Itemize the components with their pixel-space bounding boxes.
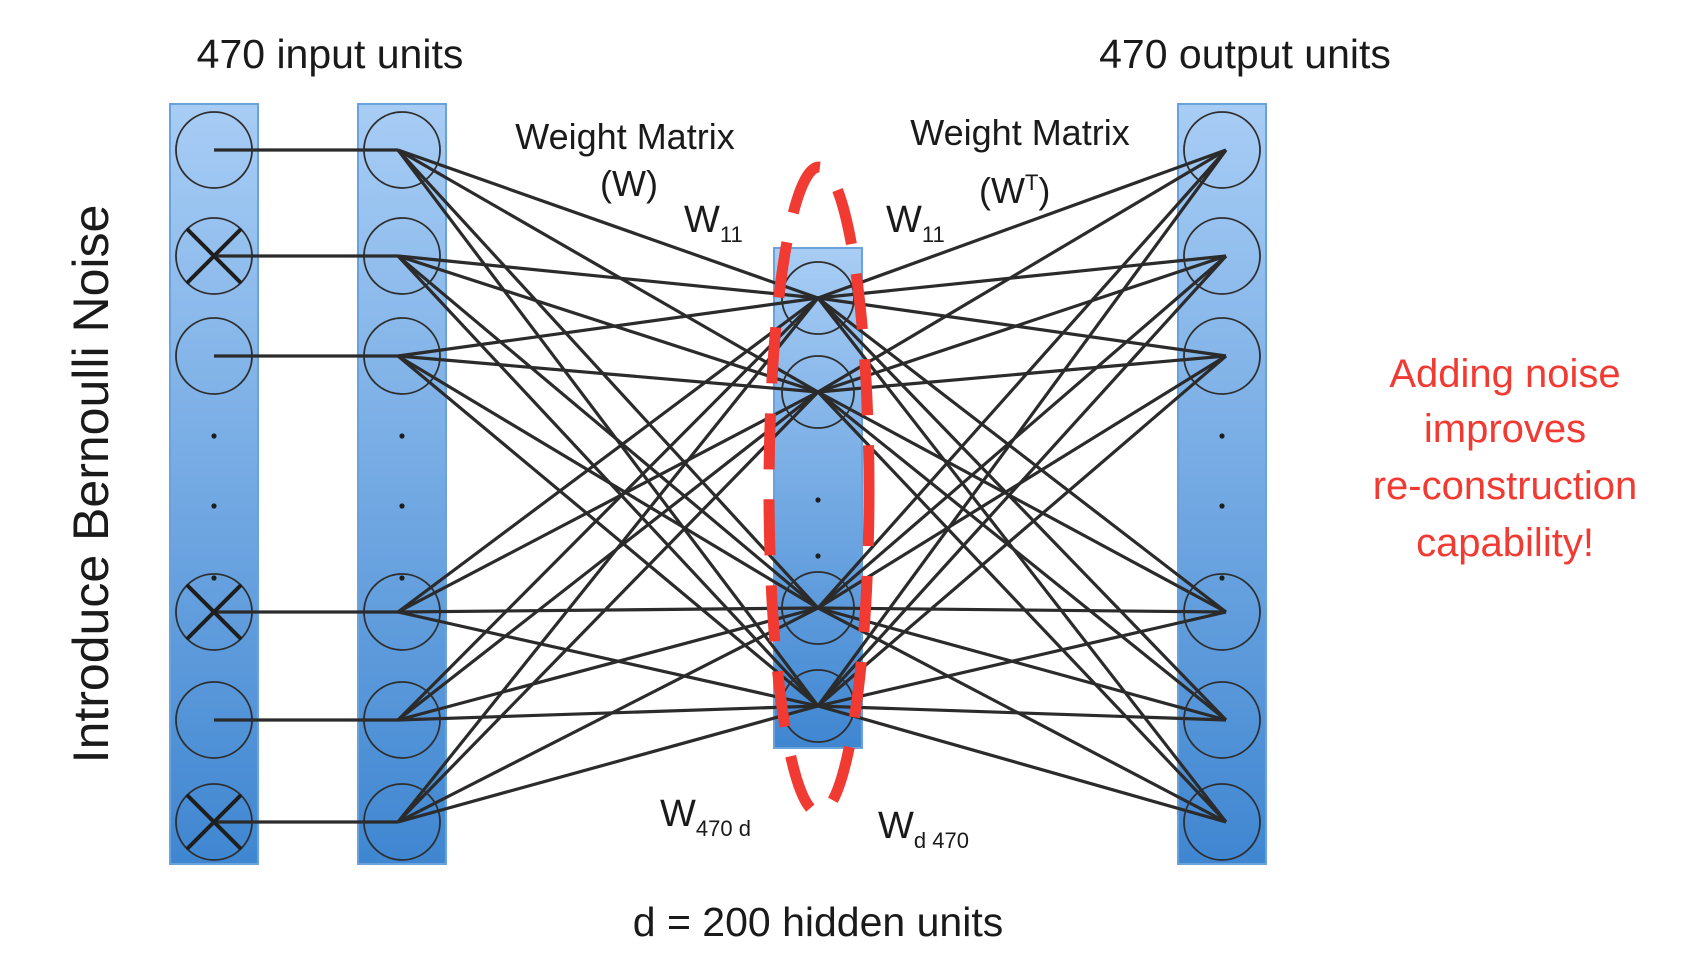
cross-icon <box>186 228 242 284</box>
noise-side-label: Introduce Bernoulli Noise <box>63 205 119 764</box>
decoder-weight-connection <box>817 704 1227 722</box>
annotation-note: Adding noise improves re-construction ca… <box>1373 352 1638 565</box>
encoder-weight-connection <box>396 296 820 824</box>
encoder-weight-connection <box>397 254 819 300</box>
w470d-label: W470 d <box>660 793 751 841</box>
ellipsis-dot <box>211 575 217 581</box>
encoder-weight-connection <box>397 354 819 610</box>
ellipsis-dot <box>1219 503 1225 509</box>
output-unit <box>1183 111 1261 189</box>
weight-matrix-wt-line2: (WT) <box>979 170 1050 211</box>
noise-unit <box>175 317 253 395</box>
output-unit <box>1183 317 1261 395</box>
annotation-line-1: Adding noise <box>1389 352 1620 396</box>
decoder-weight-connection <box>817 148 1227 300</box>
decoder-weight-connection <box>817 704 1227 824</box>
weight-matrix-wt-line1: Weight Matrix <box>910 112 1129 153</box>
decoder-weight-connection <box>816 254 1228 708</box>
annotation-line-2: improves <box>1424 407 1586 451</box>
decoder-weight-connection <box>816 149 1228 707</box>
input-unit <box>363 111 441 189</box>
decoder-weight-connection <box>817 148 1227 394</box>
weight-matrix-w-line1: Weight Matrix <box>515 116 734 157</box>
decoder-weight-connection <box>817 390 1227 614</box>
encoder-weight-connection <box>396 254 820 610</box>
ellipsis-dot <box>1219 433 1225 439</box>
ellipsis-dot <box>815 497 821 503</box>
output-unit <box>1183 573 1261 651</box>
encoder-weight-connection <box>397 296 819 614</box>
decoder-weight-connection <box>816 148 1228 610</box>
ellipsis-dot <box>211 503 217 509</box>
encoder-weight-connection <box>397 390 819 614</box>
ellipsis-dot <box>399 575 405 581</box>
input-unit <box>363 783 441 861</box>
decoder-weight-connection <box>817 606 1227 614</box>
encoder-weight-connection <box>397 296 819 358</box>
decoder-weight-connection <box>817 296 1227 358</box>
input-unit <box>363 217 441 295</box>
w11-right-label: W11 <box>886 199 945 247</box>
output-unit <box>1183 681 1261 759</box>
cross-icon <box>186 794 242 850</box>
weight-connections <box>214 148 1228 824</box>
output-unit <box>1183 217 1261 295</box>
encoder-weight-connection <box>397 606 819 824</box>
decoder-weight-connection <box>817 610 1227 708</box>
annotation-line-3: re-construction <box>1373 464 1638 508</box>
input-units-label: 470 input units <box>197 31 464 77</box>
noise-unit <box>175 111 253 189</box>
ellipsis-dot <box>1219 575 1225 581</box>
input-unit <box>363 317 441 395</box>
hidden-layer-highlight-ellipse <box>763 161 875 819</box>
encoder-weight-connection <box>396 148 820 610</box>
decoder-weight-connection <box>817 354 1227 394</box>
encoder-weight-connection <box>396 149 820 707</box>
encoder-weight-connection <box>396 354 820 708</box>
hidden-unit <box>781 571 855 645</box>
ellipsis-dot <box>815 553 821 559</box>
output-units-label: 470 output units <box>1099 31 1391 77</box>
wd470-label: Wd 470 <box>878 805 969 853</box>
decoder-weight-connection <box>817 254 1227 300</box>
encoder-weight-connection <box>397 704 819 824</box>
units <box>175 111 1261 861</box>
hidden-units-label: d = 200 hidden units <box>633 899 1003 945</box>
weight-matrix-w-line2: (W) <box>600 163 658 204</box>
encoder-weight-connection <box>397 148 819 300</box>
decoder-weight-connection <box>816 390 1228 824</box>
encoder-weight-connection <box>397 606 819 722</box>
decoder-weight-connection <box>817 606 1227 824</box>
output-unit <box>1183 783 1261 861</box>
input-unit <box>363 573 441 651</box>
ellipsis-dot <box>399 433 405 439</box>
masked-noise-unit <box>175 783 253 861</box>
ellipsis-dot <box>211 433 217 439</box>
encoder-weight-connection <box>396 390 820 824</box>
annotation-line-4: capability! <box>1416 521 1594 565</box>
cross-icon <box>186 584 242 640</box>
encoder-weight-connection <box>397 390 819 722</box>
noise-unit <box>175 681 253 759</box>
encoder-weight-connection <box>397 704 819 722</box>
hidden-unit <box>781 355 855 429</box>
decoder-weight-connection <box>816 254 1228 610</box>
decoder-weight-connection <box>816 390 1228 722</box>
encoder-weight-connection <box>396 296 820 722</box>
encoder-weight-connection <box>397 610 819 708</box>
ellipsis-dot <box>399 503 405 509</box>
input-unit <box>363 681 441 759</box>
masked-noise-unit <box>175 573 253 651</box>
encoder-weight-connection <box>397 606 819 614</box>
w11-left-label: W11 <box>684 199 743 247</box>
decoder-weight-connection <box>816 354 1228 708</box>
decoder-weight-connection <box>817 606 1227 722</box>
decoder-weight-connection <box>817 254 1227 394</box>
masked-noise-unit <box>175 217 253 295</box>
